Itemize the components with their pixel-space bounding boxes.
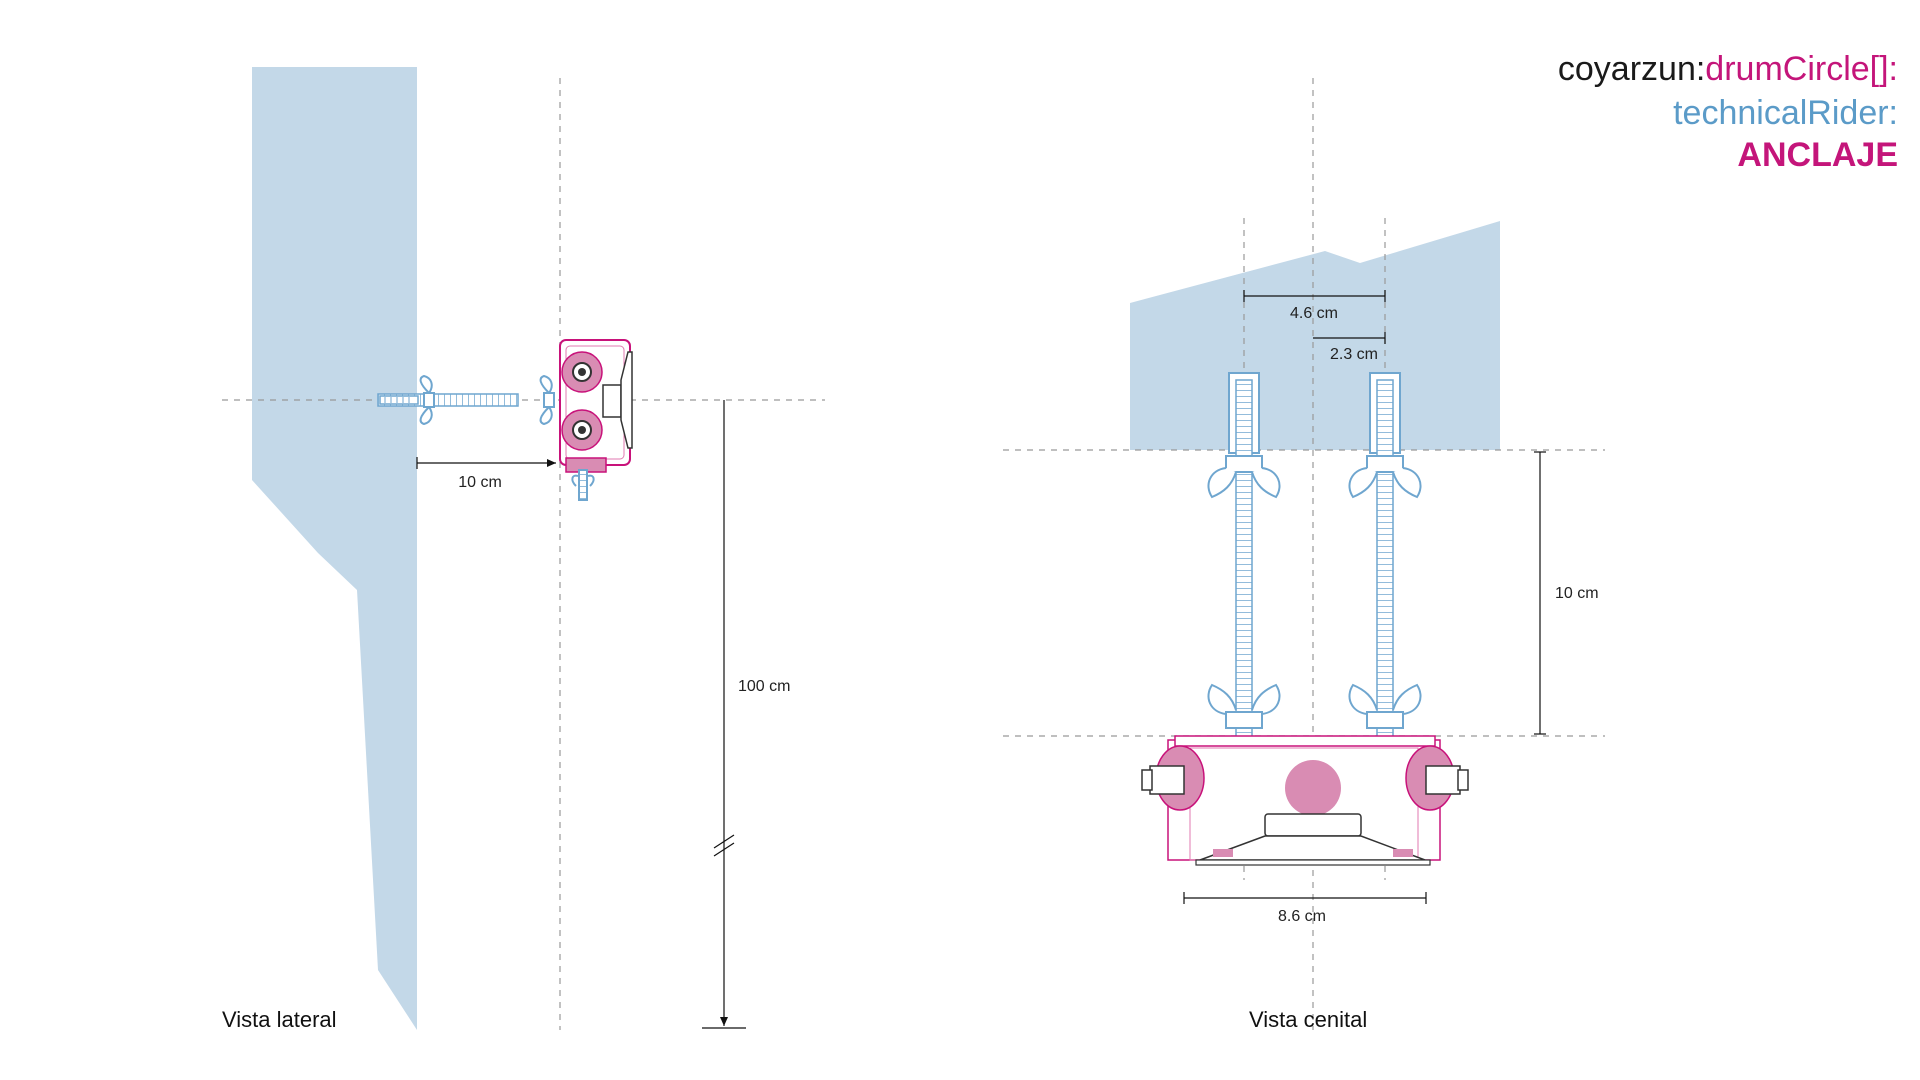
wing-nut-icon bbox=[1348, 455, 1422, 499]
dimension-device-width: 8.6 cm bbox=[1183, 892, 1427, 925]
header-title: coyarzun:drumCircle[]: technicalRider: A… bbox=[1558, 50, 1898, 174]
author-name: coyarzun: bbox=[1558, 50, 1705, 88]
lateral-view-label: Vista lateral bbox=[222, 1007, 337, 1032]
dimension-rod-length-label: 10 cm bbox=[1555, 585, 1599, 602]
wing-nut-icon bbox=[1207, 683, 1281, 729]
document-subtitle: technicalRider: bbox=[1673, 94, 1898, 132]
section-title: ANCLAJE bbox=[1737, 136, 1898, 174]
dimension-half-spacing: 2.3 cm bbox=[1313, 332, 1386, 363]
project-name: drumCircle[]: bbox=[1705, 50, 1898, 88]
dimension-half-spacing-label: 2.3 cm bbox=[1330, 346, 1378, 363]
wing-nut-icon bbox=[539, 374, 555, 426]
wing-nut-icon bbox=[419, 374, 435, 426]
top-view-label: Vista cenital bbox=[1249, 1007, 1367, 1032]
threaded-rod bbox=[377, 393, 519, 407]
speaker-device-top bbox=[1141, 735, 1469, 866]
svg-text:coyarzun:drumCircle[]:: coyarzun:drumCircle[]: bbox=[1558, 50, 1898, 88]
lateral-view: 10 cm 100 cm Vista lateral bbox=[222, 67, 825, 1032]
top-view: 4.6 cm 2.3 cm 10 cm 8.6 cm Vista cenital bbox=[1003, 78, 1605, 1032]
dimension-depth: 10 cm bbox=[416, 457, 556, 491]
dimension-rod-spacing-label: 4.6 cm bbox=[1290, 305, 1338, 322]
wing-screw-icon bbox=[571, 469, 595, 501]
dimension-height: 100 cm bbox=[702, 400, 790, 1029]
wing-nut-icon bbox=[1207, 455, 1281, 499]
wing-nut-icon bbox=[1348, 683, 1422, 729]
dimension-height-label: 100 cm bbox=[738, 678, 790, 695]
speaker-device-side bbox=[559, 339, 633, 473]
dimension-rod-length: 10 cm bbox=[1534, 451, 1599, 735]
dimension-rod-spacing: 4.6 cm bbox=[1243, 290, 1386, 322]
dimension-depth-label: 10 cm bbox=[458, 474, 502, 491]
wall-section-top bbox=[1130, 221, 1500, 450]
wall-section bbox=[252, 67, 417, 1030]
dimension-device-width-label: 8.6 cm bbox=[1278, 908, 1326, 925]
